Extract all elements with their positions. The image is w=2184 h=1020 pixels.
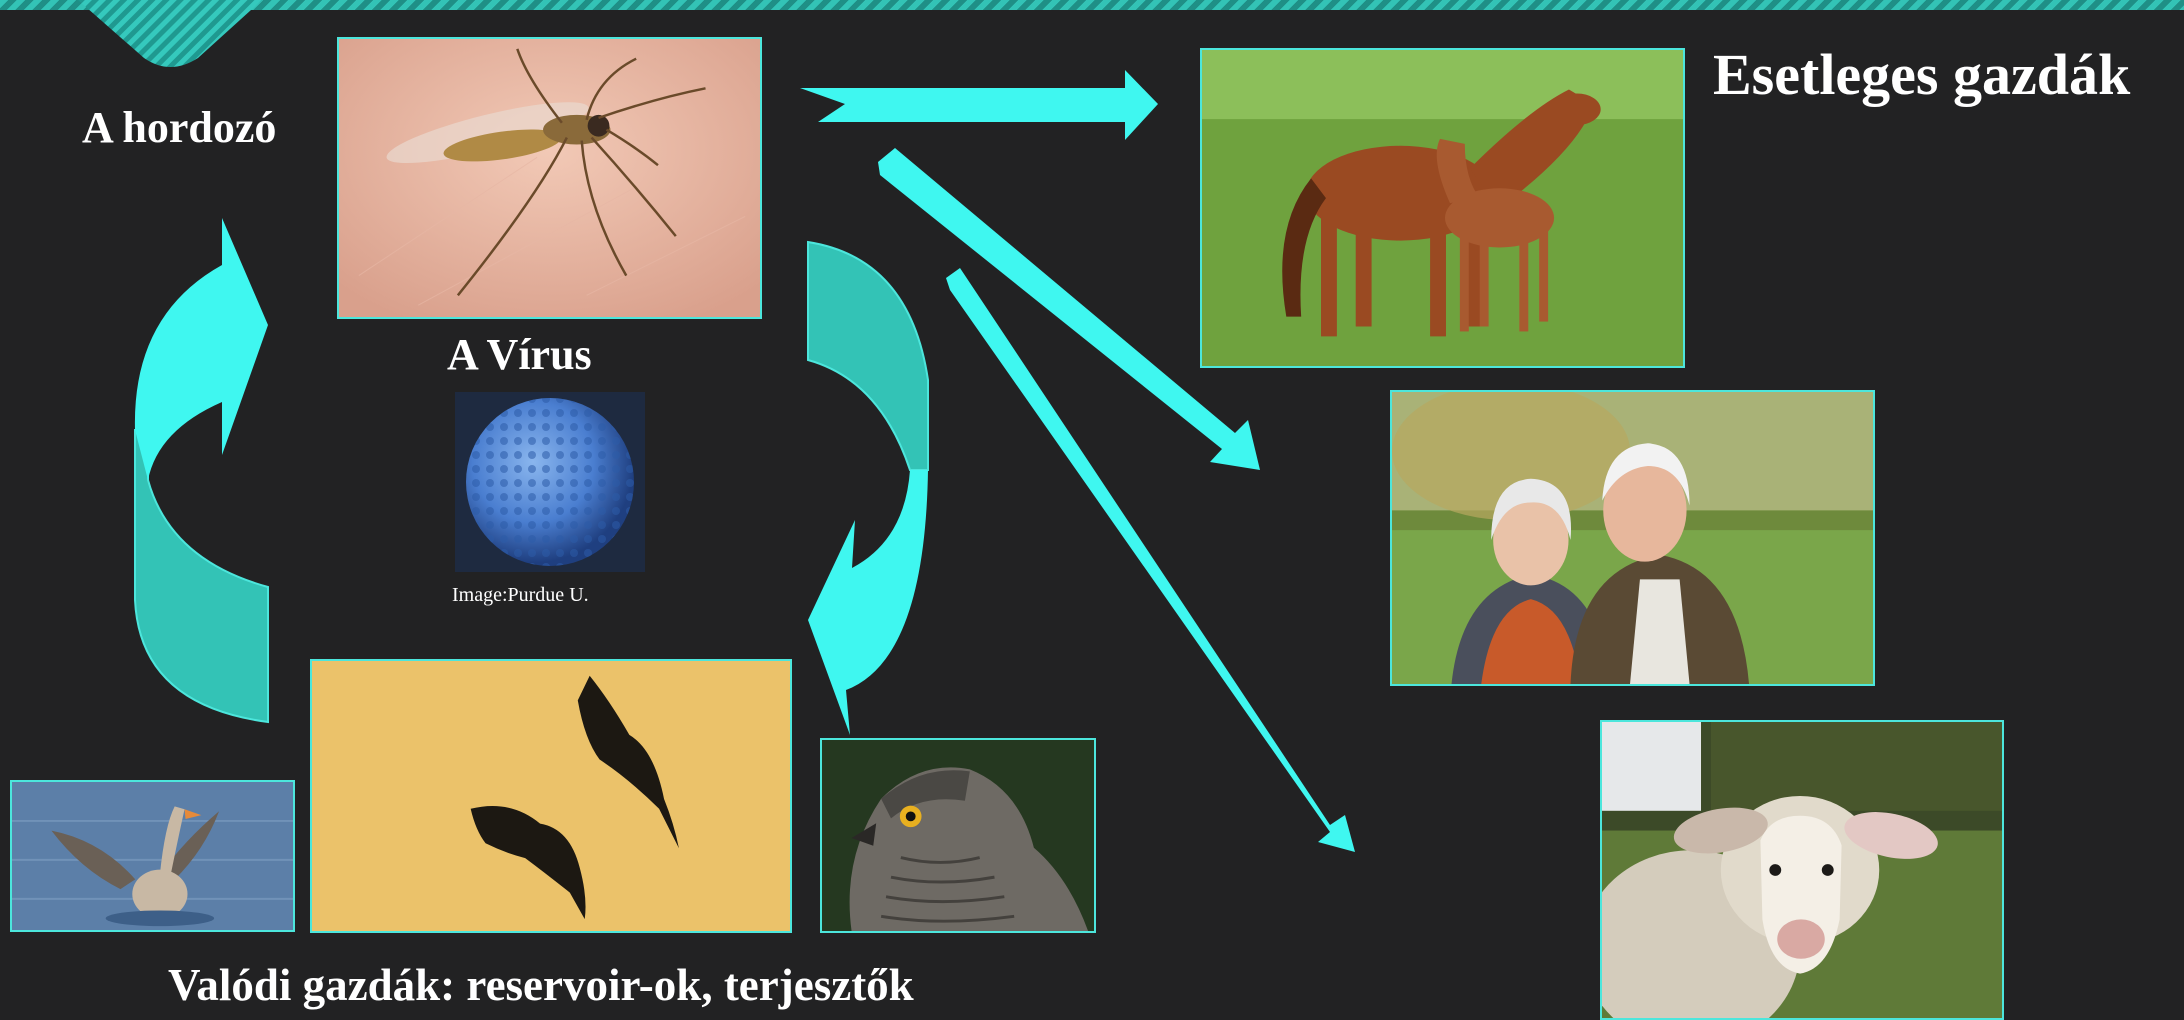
goose-photo: [10, 780, 295, 932]
possible-hosts-title: Esetleges gazdák: [1713, 46, 2130, 104]
cycle-arrow-right: [808, 242, 928, 470]
cycle-arrow-left-head: [135, 218, 268, 480]
true-hosts-title: Valódi gazdák: reservoir-ok, terjesztők: [168, 963, 914, 1008]
virus-title: A Vírus: [447, 333, 592, 377]
flying-birds-photo: [310, 659, 792, 933]
horses-photo: [1200, 48, 1685, 368]
sheep-icon: [1602, 722, 2002, 1018]
mosquito-icon: [339, 39, 760, 317]
elderly-couple-photo: [1390, 390, 1875, 686]
cycle-arrow-left: [135, 430, 268, 722]
birds-icon: [312, 661, 790, 931]
image-credit: Image:Purdue U.: [452, 584, 589, 607]
mosquito-photo: [337, 37, 762, 319]
arrow-to-horses: [800, 70, 1158, 140]
cycle-arrow-right-head: [808, 470, 928, 735]
virus-image: [455, 392, 645, 572]
virus-particle-icon: [455, 392, 645, 572]
horses-icon: [1202, 50, 1683, 366]
people-icon: [1392, 392, 1873, 684]
goose-icon: [12, 782, 293, 930]
carrier-title: A hordozó: [82, 106, 276, 150]
hawk-icon: [822, 740, 1094, 931]
sheep-photo: [1600, 720, 2004, 1020]
hawk-photo: [820, 738, 1096, 933]
